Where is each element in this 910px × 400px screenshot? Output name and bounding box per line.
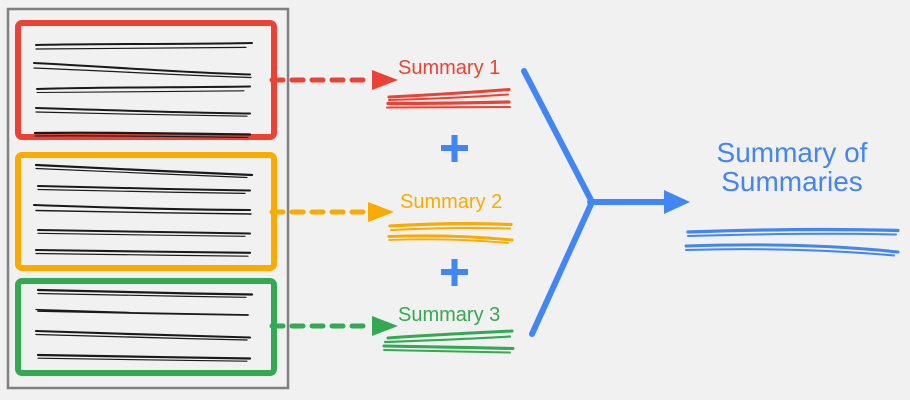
connector-chunk-red-to-summary-1[interactable]	[269, 70, 398, 90]
chunk-green-text-lines	[34, 288, 254, 362]
chunk-red-text-lines	[32, 42, 253, 138]
arrowhead-green-icon	[372, 316, 398, 336]
final-underline	[684, 227, 900, 257]
document-chunk-orange[interactable]	[15, 152, 277, 271]
final-label-line-1: Summary of	[716, 137, 868, 168]
summary-2-label: Summary 2	[400, 191, 503, 213]
summary-3-label: Summary 3	[398, 304, 501, 326]
arrowhead-orange-icon	[368, 202, 394, 222]
summary-of-summaries-label: Summary of Summaries	[700, 138, 884, 197]
merge-branch-top	[521, 68, 595, 205]
document-outline	[6, 7, 290, 390]
summary-1-label: Summary 1	[398, 57, 501, 79]
chunk-orange-text-lines	[32, 163, 254, 257]
plus-operator-1	[441, 135, 468, 162]
summary-3-underline	[382, 329, 515, 354]
arrowhead-red-icon	[372, 70, 398, 90]
summary-2-underline	[387, 222, 514, 244]
merge-branch-bottom	[529, 199, 595, 337]
summary-1-underline	[386, 88, 511, 109]
source-document-panel	[6, 7, 290, 390]
document-chunk-green[interactable]	[15, 278, 277, 376]
document-chunk-red[interactable]	[15, 20, 277, 140]
connector-chunk-green-to-summary-3[interactable]	[269, 316, 398, 336]
chunk-red-box[interactable]	[15, 20, 277, 140]
final-label-line-2: Summaries	[721, 166, 863, 198]
merge-arrow[interactable]	[521, 68, 690, 337]
arrowhead-blue-icon	[664, 190, 690, 214]
plus-operator-2	[441, 259, 468, 286]
connector-chunk-orange-to-summary-2[interactable]	[269, 202, 394, 222]
